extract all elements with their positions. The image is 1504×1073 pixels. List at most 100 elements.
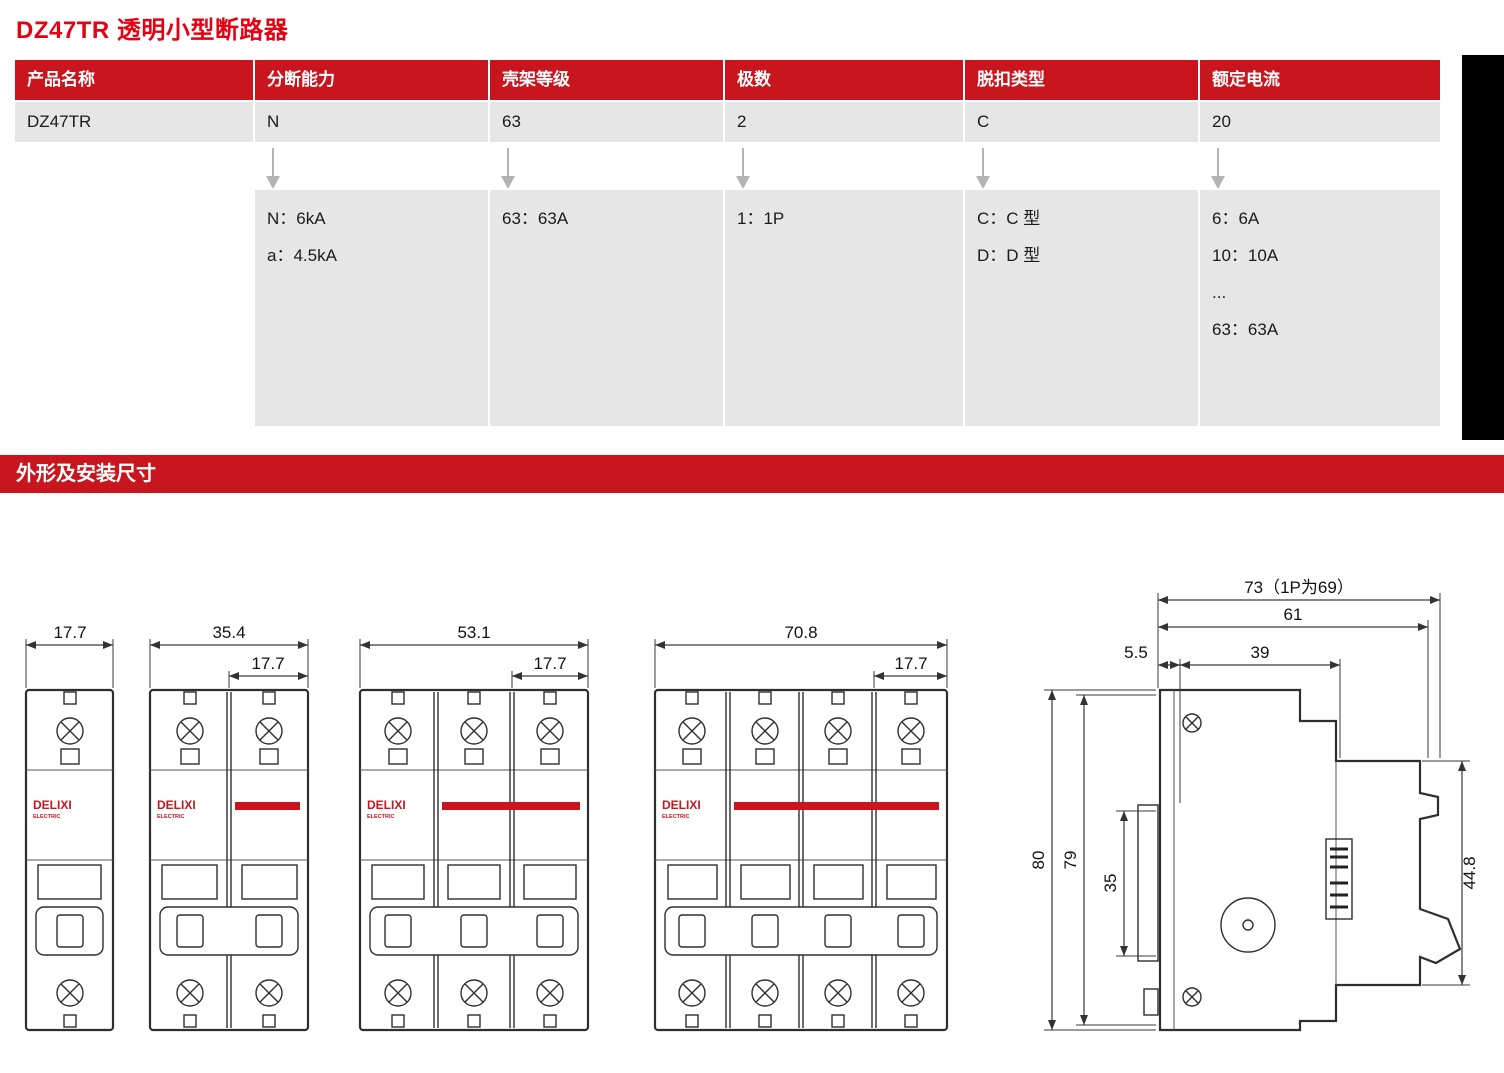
dim-2p-width: 35.4 — [149, 623, 309, 688]
option-item: 63：63A — [502, 209, 569, 228]
poles-options: 1：1P — [725, 190, 963, 426]
option-item: a：4.5kA — [267, 246, 337, 265]
table-column-trip-type: 脱扣类型 C C：C 型 D：D 型 — [965, 60, 1198, 426]
column-header-trip-type: 脱扣类型 — [965, 60, 1198, 100]
dim-1p-width: 17.7 — [25, 623, 114, 688]
dim-label-2p-width: 35.4 — [212, 623, 245, 642]
mounting-screws — [1182, 713, 1202, 1007]
section-banner-dimensions: 外形及安装尺寸 — [0, 455, 1504, 493]
brand-name: DELIXI — [662, 798, 701, 812]
top-terminals — [384, 691, 564, 765]
dim-3p-module: 17.7 — [511, 654, 588, 688]
option-item: ... — [1212, 283, 1227, 302]
dim-label-height-total: 80 — [1029, 851, 1048, 870]
trip-type-value: C — [965, 102, 1198, 142]
frame-rating-options: 63：63A — [490, 190, 723, 426]
option-item: 6：6A — [1212, 209, 1260, 228]
table-column-frame-rating: 壳架等级 63 63：63A — [490, 60, 723, 426]
rating-window — [1220, 897, 1276, 953]
dim-side-depth-total: 73（1P为69） — [1157, 578, 1441, 758]
table-column-rated-current: 额定电流 20 6：6A 10：10A ... 63：63A — [1200, 60, 1440, 426]
brand-sub: ELECTRIC — [33, 814, 61, 820]
breaking-capacity-options: N：6kA a：4.5kA — [255, 190, 488, 426]
dim-side-rail-height: 35 — [1101, 810, 1156, 957]
red-stripe — [442, 802, 580, 810]
nameplate-barcode — [1325, 838, 1353, 920]
brand-logo: DELIXI ELECTRIC — [367, 798, 406, 820]
brand-name: DELIXI — [33, 798, 72, 812]
windows — [667, 864, 937, 900]
dim-label-1p-width: 17.7 — [53, 623, 86, 642]
dim-side-rail-offset: 5.5 — [1124, 643, 1181, 803]
down-arrow-icon — [265, 148, 281, 190]
toggle-handle — [35, 906, 104, 956]
dimension-drawings: DELIXI ELECTRIC 17.7 — [24, 578, 1479, 1032]
dim-label-2p-module: 17.7 — [251, 654, 284, 673]
poles-value: 2 — [725, 102, 963, 142]
option-item: D：D 型 — [977, 246, 1041, 265]
dim-2p-module: 17.7 — [228, 654, 308, 688]
product-name-value: DZ47TR — [15, 102, 253, 142]
red-stripe — [235, 802, 300, 810]
breaker-front-2p: DELIXI ELECTRIC — [148, 688, 310, 1032]
windows — [371, 864, 577, 900]
brand-logo: DELIXI ELECTRIC — [662, 798, 701, 820]
dim-side-depth-body: 61 — [1158, 605, 1429, 758]
option-item: C：C 型 — [977, 209, 1041, 228]
table-column-product-name: 产品名称 DZ47TR — [15, 60, 253, 426]
dim-label-4p-module: 17.7 — [894, 654, 927, 673]
top-terminal — [56, 691, 84, 765]
breaker-front-4p: DELIXI ELECTRIC — [653, 688, 949, 1032]
dim-side-depth-front: 39 — [1180, 643, 1341, 758]
dim-side-front-height: 44.8 — [1422, 760, 1479, 986]
down-arrow-icon — [500, 148, 516, 190]
dim-label-height-body: 79 — [1061, 851, 1080, 870]
breaker-front-1p: DELIXI ELECTRIC — [24, 688, 115, 1032]
dim-3p-width: 53.1 — [359, 623, 589, 688]
bottom-terminals — [678, 979, 925, 1028]
top-terminals — [678, 691, 925, 765]
dim-label-3p-module: 17.7 — [533, 654, 566, 673]
rail-clip — [1143, 988, 1159, 1016]
brand-name: DELIXI — [157, 798, 196, 812]
pole-separators — [433, 692, 515, 1028]
down-arrow-icon — [735, 148, 751, 190]
toggle-handle — [159, 906, 299, 956]
breaking-capacity-value: N — [255, 102, 488, 142]
trip-type-options: C：C 型 D：D 型 — [965, 190, 1198, 426]
bottom-terminals — [176, 979, 283, 1028]
column-header-product-name: 产品名称 — [15, 60, 253, 100]
top-terminals — [176, 691, 283, 765]
dim-4p-width: 70.8 — [654, 623, 948, 688]
option-item: 1：1P — [737, 209, 785, 228]
bottom-terminals — [384, 979, 564, 1028]
dim-4p-module: 17.7 — [873, 654, 947, 688]
dim-label-front-height: 44.8 — [1460, 856, 1479, 889]
column-header-rated-current: 额定电流 — [1200, 60, 1440, 100]
brand-logo: DELIXI ELECTRIC — [33, 798, 72, 820]
page-edge-marker — [1462, 55, 1504, 440]
brand-sub: ELECTRIC — [157, 814, 185, 820]
red-stripe — [734, 802, 939, 810]
pole-separator — [226, 692, 232, 1028]
brand-name: DELIXI — [367, 798, 406, 812]
brand-sub: ELECTRIC — [367, 814, 395, 820]
selection-table: 产品名称 DZ47TR 分断能力 N N：6kA a：4.5kA 壳架等级 63… — [0, 60, 1504, 426]
option-item: 63：63A — [1212, 320, 1279, 339]
dim-label-depth-body: 61 — [1284, 605, 1303, 624]
dim-label-rail-offset: 5.5 — [1124, 643, 1148, 662]
dim-label-3p-width: 53.1 — [457, 623, 490, 642]
breaker-front-3p: DELIXI ELECTRIC — [358, 688, 590, 1032]
section-title: 外形及安装尺寸 — [16, 463, 156, 485]
dim-side-height-body: 79 — [1061, 694, 1156, 1026]
dim-label-4p-width: 70.8 — [784, 623, 817, 642]
table-column-poles: 极数 2 1：1P — [725, 60, 963, 426]
pole-separators — [725, 692, 877, 1028]
toggle-handle — [369, 906, 579, 956]
din-rail — [1137, 804, 1159, 962]
page-title: DZ47TR 透明小型断路器 — [16, 17, 289, 44]
option-item: 10：10A — [1212, 246, 1279, 265]
column-header-breaking-capacity: 分断能力 — [255, 60, 488, 100]
table-column-breaking-capacity: 分断能力 N N：6kA a：4.5kA — [255, 60, 488, 426]
